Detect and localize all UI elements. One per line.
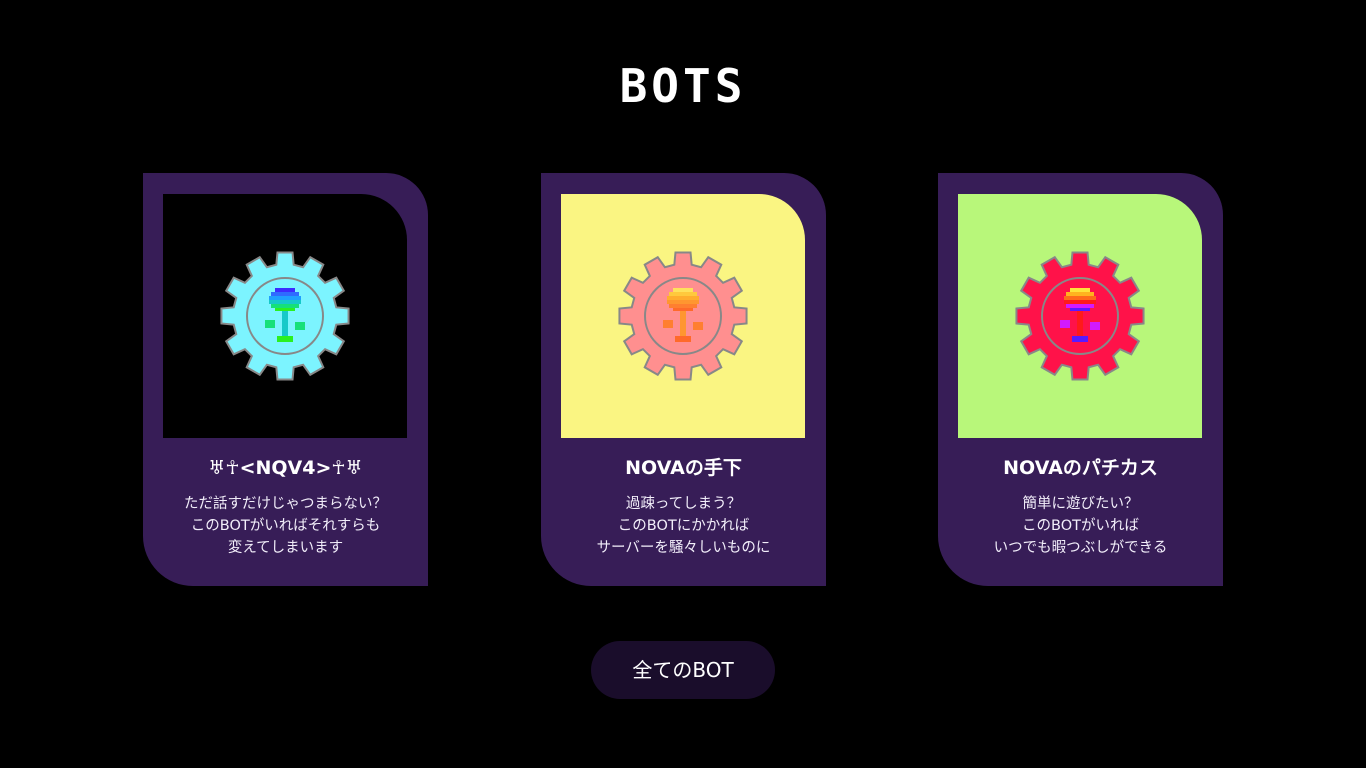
bot-card-description: 過疎ってしまう？ このBOTにかかれば サーバーを騒々しいものに <box>541 493 826 559</box>
all-bots-button[interactable]: 全てのBOT <box>591 641 775 699</box>
bot-card-description-line: 変えてしまいます <box>227 540 344 556</box>
bot-card-description-line: いつでも暇つぶしができる <box>993 540 1168 556</box>
red-mushroom-gear-icon <box>1015 251 1145 381</box>
bot-card-description-line: このBOTがいればそれすらも <box>190 518 381 534</box>
section-title: BOTS <box>619 59 747 113</box>
bot-card-description-line: このBOTがいれば <box>1022 518 1139 534</box>
rainbow-mushroom-gear-icon <box>220 251 350 381</box>
bot-card-description-line: 簡単に遊びたい？ <box>1022 496 1139 512</box>
bot-card-description-line: ただ話すだけじゃつまらない？ <box>184 496 387 512</box>
bot-card-description-line: このBOTにかかれば <box>617 518 750 534</box>
bot-card-name: NOVAの手下 <box>625 457 742 479</box>
bot-card-nova-minion[interactable]: NOVAの手下 過疎ってしまう？ このBOTにかかれば サーバーを騒々しいものに <box>541 173 826 586</box>
bot-card-description: ただ話すだけじゃつまらない？ このBOTがいればそれすらも 変えてしまいます <box>143 493 428 559</box>
bot-card-nqv4[interactable]: ♅☥<NQV4>☥♅ ただ話すだけじゃつまらない？ このBOTがいればそれすらも… <box>143 173 428 586</box>
bot-card-image <box>163 194 407 438</box>
bot-card-nova-pachikasu[interactable]: NOVAのパチカス 簡単に遊びたい？ このBOTがいれば いつでも暇つぶしができ… <box>938 173 1223 586</box>
bot-card-description-line: 過疎ってしまう？ <box>625 496 742 512</box>
orange-mushroom-gear-icon <box>618 251 748 381</box>
bot-card-name: ♅☥<NQV4>☥♅ <box>208 457 363 479</box>
bot-card-name: NOVAのパチカス <box>1003 457 1158 479</box>
bot-card-description-line: サーバーを騒々しいものに <box>596 540 771 556</box>
bot-card-image <box>958 194 1202 438</box>
bot-card-image <box>561 194 805 438</box>
bot-card-description: 簡単に遊びたい？ このBOTがいれば いつでも暇つぶしができる <box>938 493 1223 559</box>
